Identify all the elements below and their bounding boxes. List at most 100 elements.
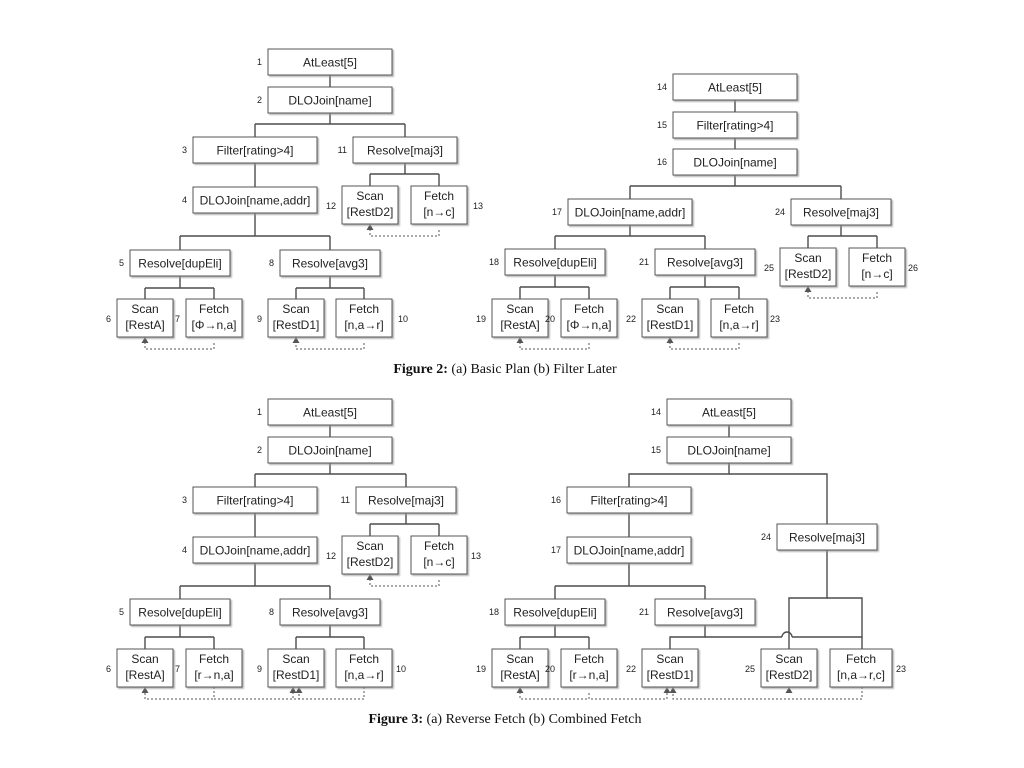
figure-2-caption-label: Figure 2: xyxy=(393,362,448,377)
figure3-panel-b-node-21: Resolve[avg3]21 xyxy=(639,598,756,626)
figure2-panel-a-node-8: Resolve[avg3]8 xyxy=(269,249,381,277)
arrowhead-104 xyxy=(785,687,793,693)
figure2-panel-b-node-22: Scan[RestD1]22 xyxy=(626,298,699,338)
figure2-panel-a-node-11-label-1: Resolve[maj3] xyxy=(367,144,443,158)
figure3-panel-b-node-17-box xyxy=(566,536,692,564)
arrowhead-53 xyxy=(516,337,524,343)
figure3-panel-a-node-9-number: 9 xyxy=(257,664,262,674)
figure3-panel-b-node-24-label-1: Resolve[maj3] xyxy=(789,531,865,545)
figure2-panel-a-node-8-box xyxy=(279,249,381,277)
figure3-panel-b-node-17-label-1: DLOJoin[name,addr] xyxy=(574,544,685,558)
figure2-panel-a-node-10: Fetch[n,a→r]10 xyxy=(335,298,408,338)
figure2-panel-a-node-11: Resolve[maj3] 11 xyxy=(338,136,458,164)
figure2-panel-b-node-19-label-1: Scan xyxy=(506,302,533,316)
figure2-panel-b-node-25-number: 25 xyxy=(764,263,774,273)
dashed-link-10 xyxy=(369,230,440,237)
figure3-panel-b-node-23: Fetch [n,a→r,c] 23 xyxy=(829,648,906,688)
figure2-panel-b-node-23-number: 23 xyxy=(770,314,780,324)
figure3-panel-b-node-14: AtLeast[5]14 xyxy=(651,398,792,426)
figure3-panel-b-node-23-box xyxy=(829,648,893,688)
arrowhead-27 xyxy=(292,337,300,343)
figure2-panel-b-node-14-number: 14 xyxy=(657,82,667,92)
figure2-panel-b-node-17: DLOJoin[name,addr]17 xyxy=(552,198,693,226)
figure3-panel-b-node-18-number: 18 xyxy=(489,607,499,617)
arrowhead-43 xyxy=(804,286,812,292)
figure3-panel-b-node-20-label-1: Fetch xyxy=(574,652,604,666)
dashed-link-54 xyxy=(669,343,740,350)
figure2-panel-b-node-18-box xyxy=(504,248,606,276)
figure3-panel-a-node-9-label-1: Scan xyxy=(282,652,309,666)
figure3-panel-b-node-20: Fetch[r→n,a]20 xyxy=(545,648,618,688)
figure2-panel-b-node-15-label-1: Filter[rating>4] xyxy=(696,119,773,133)
figure3-panel-a-node-2-label-1: DLOJoin[name] xyxy=(288,444,371,458)
figure3-panel-b-node-23-number: 23 xyxy=(896,664,906,674)
figure2-panel-a-node-6-label-1: Scan xyxy=(131,302,158,316)
figure2-panel-b-node-26-label-2: [n→c] xyxy=(861,267,892,281)
figure3-panel-a-node-8-label-1: Resolve[avg3] xyxy=(292,606,368,620)
figure2-panel-a-node-5: Resolve[dupEli]5 xyxy=(119,249,231,277)
figure2-panel-a-node-5-label-1: Resolve[dupEli] xyxy=(138,257,221,271)
figure2-panel-a-node-3-number: 3 xyxy=(182,145,187,155)
figure2-panel-b-node-14-box xyxy=(672,73,798,101)
dashed-link-rev-b xyxy=(144,693,214,700)
nodes-layer: AtLeast[5]1DLOJoin[name]2Filter[rating>4… xyxy=(106,48,918,688)
arrowhead-25 xyxy=(141,337,149,343)
figure3-panel-a-node-2: DLOJoin[name]2 xyxy=(257,436,393,464)
figure2-panel-b-node-23-label-1: Fetch xyxy=(724,302,754,316)
figure3-panel-a-node-7-box xyxy=(185,648,243,688)
figure3-panel-b-node-20-box xyxy=(560,648,618,688)
figure3-panel-a-node-13: Fetch[n→c]13 xyxy=(410,535,481,575)
figure2-panel-b-node-23: Fetch[n,a→r]23 xyxy=(710,298,780,338)
figure3-panel-a-node-3: Filter[rating>4]3 xyxy=(182,486,318,514)
edge-84 xyxy=(628,463,730,487)
figure2-panel-a-node-13-label-2: [n→c] xyxy=(423,205,454,219)
figure2-panel-b-node-18: Resolve[dupEli]18 xyxy=(489,248,606,276)
figure3-panel-a-node-9: Scan[RestD1]9 xyxy=(257,648,325,688)
figure2-panel-a-node-6-box xyxy=(116,298,174,338)
figure3-panel-a-node-7: Fetch[r→n,a]7 xyxy=(175,648,243,688)
figure2-panel-b-node-21-label-1: Resolve[avg3] xyxy=(667,256,743,270)
figure2-panel-b-node-21-box xyxy=(654,248,756,276)
figure3-panel-a-node-10: Fetch[n,a→r]10 xyxy=(335,648,406,688)
figure3-panel-a-node-3-label-1: Filter[rating>4] xyxy=(216,494,293,508)
figure3-panel-b-node-19: Scan[RestA]19 xyxy=(476,648,549,688)
figure2-panel-b-node-20-number: 20 xyxy=(545,314,555,324)
figure3-panel-b-node-23-label-2: [n,a→r,c] xyxy=(837,668,885,682)
figure3-panel-b-node-23-label-1: Fetch xyxy=(846,652,876,666)
figure3-panel-a-node-12-number: 12 xyxy=(326,551,336,561)
figure2-panel-a-node-10-label-2: [n,a→r] xyxy=(344,318,383,332)
figure2-panel-b-node-15-number: 15 xyxy=(657,120,667,130)
figure2-panel-b-node-17-box xyxy=(567,198,693,226)
figure3-panel-a-node-10-label-2: [n,a→r] xyxy=(344,668,383,682)
figure2-panel-b-node-24-label-1: Resolve[maj3] xyxy=(803,206,879,220)
figure2-panel-b-node-25: Scan[RestD2]25 xyxy=(764,247,837,287)
figure2-panel-b-node-20-box xyxy=(560,298,618,338)
figure3-panel-b-node-25-box xyxy=(760,648,818,688)
figure3-panel-b-node-25-label-2: [RestD2] xyxy=(766,668,813,682)
figure2-panel-a-node-4-label-1: DLOJoin[name,addr] xyxy=(200,194,311,208)
figure3-panel-b-node-16-box xyxy=(566,486,692,514)
figure2-panel-a-node-12-label-1: Scan xyxy=(356,189,383,203)
figure2-panel-b-node-22-box xyxy=(641,298,699,338)
figure3-panel-b-node-14-label-1: AtLeast[5] xyxy=(702,406,756,420)
figure2-panel-a-node-7-number: 7 xyxy=(175,314,180,324)
arrowhead-55 xyxy=(666,337,674,343)
figure2-panel-a-node-13-box xyxy=(410,185,468,225)
figure2-panel-a-node-3-box xyxy=(192,136,318,164)
figure2-panel-b-node-19-number: 19 xyxy=(476,314,486,324)
figure2-panel-b-node-14-label-1: AtLeast[5] xyxy=(708,81,762,95)
dashed-link-52 xyxy=(519,343,590,350)
figure3-panel-a-node-1: AtLeast[5]1 xyxy=(257,398,393,426)
figure2-panel-b-node-19-label-2: [RestA] xyxy=(500,318,539,332)
figure3-panel-b-node-25-label-1: Scan xyxy=(775,652,802,666)
arrowhead-11 xyxy=(366,224,374,230)
figure3-panel-a-node-5-label-1: Resolve[dupEli] xyxy=(138,606,221,620)
figure2-panel-a-node-11-number: 11 xyxy=(338,145,347,155)
figure2-panel-b-node-22-label-2: [RestD1] xyxy=(647,318,694,332)
figure2-panel-b-node-15-box xyxy=(672,111,798,139)
figure3-panel-b-node-21-label-1: Resolve[avg3] xyxy=(667,606,743,620)
figure2-panel-b-node-19-box xyxy=(491,298,549,338)
figure3-panel-a-node-5-box xyxy=(129,598,231,626)
figure3-panel-a-node-8-box xyxy=(279,598,381,626)
figure3-panel-a-node-13-label-1: Fetch xyxy=(424,539,454,553)
